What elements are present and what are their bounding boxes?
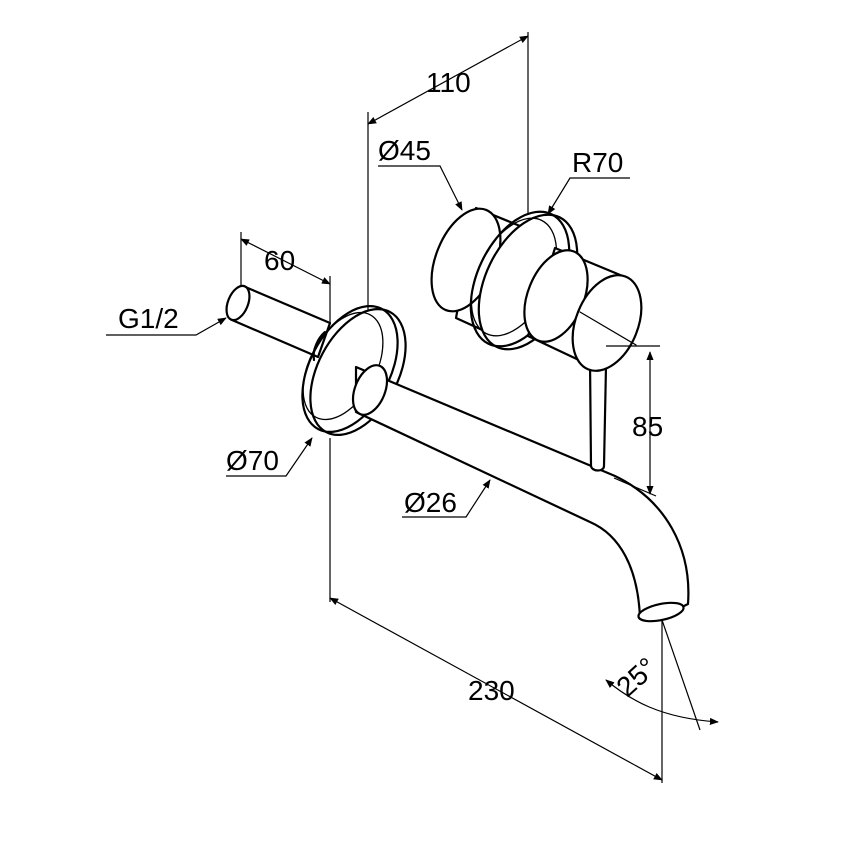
- label-110: 110: [426, 67, 471, 98]
- label-dia-70: Ø70: [226, 445, 279, 476]
- dimension-arrows: [240, 35, 719, 781]
- leader-dia-70: [226, 437, 313, 477]
- label-r-70: R70: [572, 147, 623, 178]
- label-dia-45: Ø45: [378, 135, 431, 166]
- dim-line-60: [240, 238, 331, 285]
- label-angle-25: 25°: [610, 651, 662, 702]
- connection-pipe: [225, 284, 332, 362]
- lever-handle: [588, 358, 608, 472]
- label-thread: G1/2: [118, 303, 179, 334]
- dimension-labels: 110 Ø45 R70 60 G1/2 85 Ø70 Ø26 230 25°: [118, 67, 663, 706]
- spout: [351, 364, 690, 623]
- leader-dia-45: [378, 165, 463, 211]
- label-dia-26: Ø26: [404, 487, 457, 518]
- leader-dia-26: [402, 479, 491, 518]
- leader-r-70: [547, 177, 630, 215]
- label-85: 85: [632, 411, 663, 442]
- leader-thread: [106, 317, 227, 336]
- leader-lines: [106, 165, 630, 518]
- dim-arc-25: [605, 679, 719, 726]
- dim-line-110: [367, 35, 529, 125]
- label-60: 60: [264, 245, 295, 276]
- mixer-body: [430, 206, 643, 372]
- dim-line-230: [329, 597, 663, 781]
- label-230: 230: [468, 675, 515, 706]
